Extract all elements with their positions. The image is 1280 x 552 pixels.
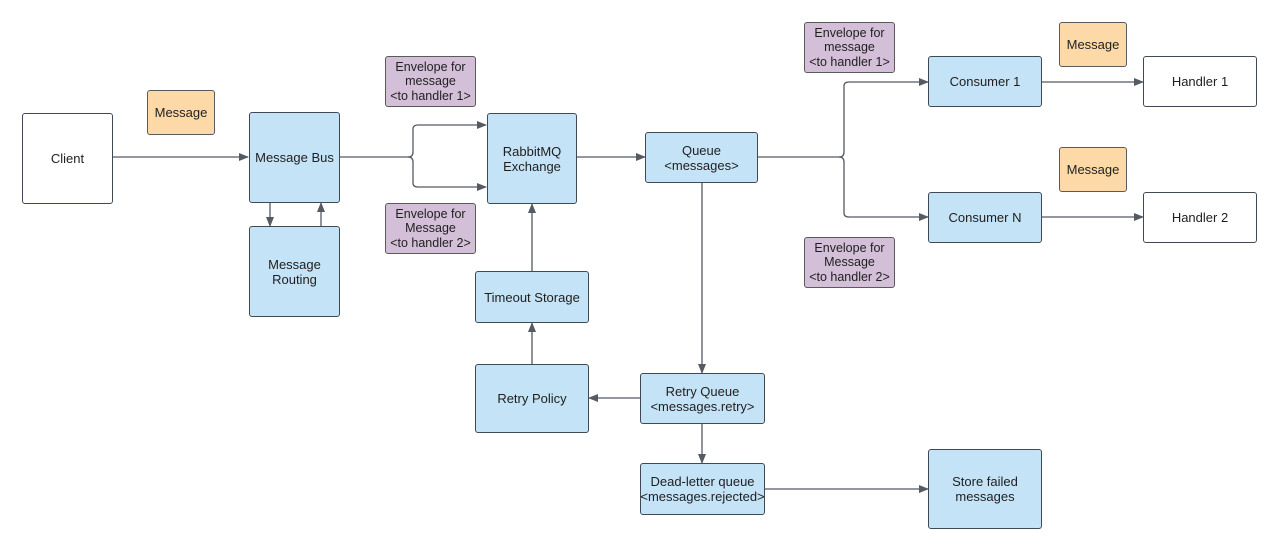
envelope-handler-1-right: Envelope for message <to handler 1> [804, 22, 895, 73]
message-note-1: Message [147, 90, 215, 135]
consumer-1-node: Consumer 1 [928, 56, 1042, 107]
store-failed-messages-node: Store failed messages [928, 449, 1042, 529]
edge-queue-to-consumer-1 [758, 78, 929, 158]
message-note-3: Message [1059, 147, 1127, 192]
queue-node: Queue <messages> [645, 132, 758, 183]
edge-message-bus-to-exchange-upper [340, 121, 487, 158]
consumer-n-node: Consumer N [928, 192, 1042, 243]
dead-letter-queue-node: Dead-letter queue <messages.rejected> [640, 463, 765, 515]
envelope-handler-2-left: Envelope for Message <to handler 2> [385, 203, 476, 254]
message-bus-node: Message Bus [249, 112, 340, 203]
message-routing-node: Message Routing [249, 226, 340, 317]
envelope-handler-1-left: Envelope for message <to handler 1> [385, 56, 476, 107]
rabbitmq-exchange-node: RabbitMQ Exchange [487, 113, 577, 204]
handler-2-node: Handler 2 [1143, 192, 1257, 243]
handler-1-node: Handler 1 [1143, 56, 1257, 107]
message-note-2: Message [1059, 22, 1127, 67]
envelope-handler-2-right: Envelope for Message <to handler 2> [804, 237, 895, 288]
timeout-storage-node: Timeout Storage [475, 271, 589, 323]
edge-queue-to-consumer-n [838, 156, 929, 221]
retry-queue-node: Retry Queue <messages.retry> [640, 373, 765, 424]
retry-policy-node: Retry Policy [475, 364, 589, 433]
client-node: Client [22, 113, 113, 204]
edge-message-bus-to-exchange-lower [407, 156, 487, 191]
